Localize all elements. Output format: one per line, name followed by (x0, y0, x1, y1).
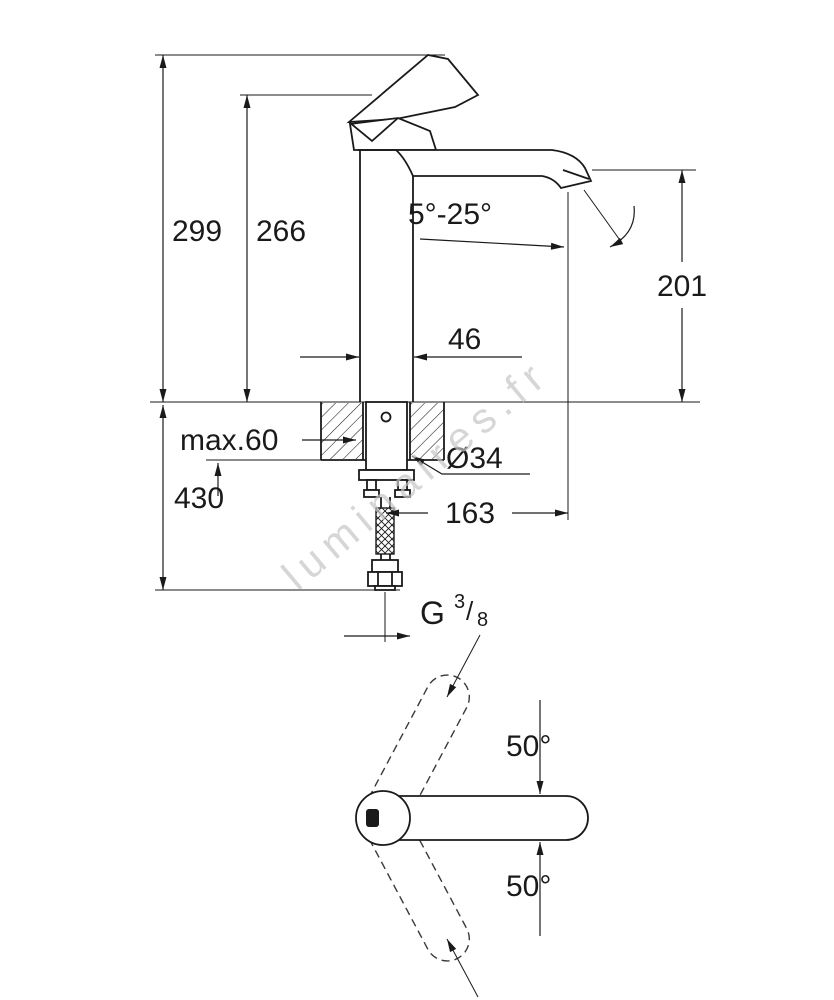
dim-spray-angle: 5°-25° (408, 198, 565, 250)
thread-denominator-label: 8 (477, 609, 488, 631)
faucet-body (359, 150, 414, 402)
faucet-spout (358, 149, 593, 190)
dim-total-height: 299 (155, 54, 445, 402)
max-60-label: max.60 (180, 424, 278, 457)
dim-46-label: 46 (448, 323, 481, 356)
dim-swivel-upper: 50° (446, 634, 551, 794)
dim-spout-height: 201 (592, 169, 707, 402)
swivel-lower-label: 50° (506, 870, 551, 903)
supply-hose (367, 497, 403, 642)
dim-hole-diameter: Ø34 (411, 442, 530, 475)
dim-thread: G 3 / 8 (344, 591, 488, 640)
dim-spout-reach: 163 (386, 192, 569, 530)
thread-numerator-label: 3 (454, 591, 465, 613)
dim-body-height: 266 (240, 94, 372, 402)
dim-201-label: 201 (657, 270, 707, 303)
angle-range-label: 5°-25° (408, 198, 492, 231)
hole-diameter-label: Ø34 (446, 442, 503, 475)
mounting-hardware (358, 401, 415, 498)
top-view-spout-outlet (366, 809, 379, 827)
dim-below-deck: 430 (155, 405, 400, 591)
faucet-lever (346, 54, 480, 151)
side-view: 299 266 201 46 5°-25° max.60 (150, 54, 707, 642)
top-view-body (355, 790, 411, 846)
stream-angle-indicator (583, 189, 635, 248)
dim-body-width: 46 (300, 323, 522, 361)
dim-266-label: 266 (256, 215, 306, 248)
top-view: 50° 50° (355, 634, 589, 998)
swivel-upper-label: 50° (506, 730, 551, 763)
dim-deck-thickness: max.60 (180, 424, 356, 496)
dim-430-label: 430 (174, 482, 224, 515)
dim-163-label: 163 (445, 497, 495, 530)
dim-swivel-lower: 50° (446, 842, 551, 998)
thread-letter-label: G (420, 595, 445, 631)
thread-slash-label: / (466, 596, 474, 626)
dim-299-label: 299 (172, 215, 222, 248)
